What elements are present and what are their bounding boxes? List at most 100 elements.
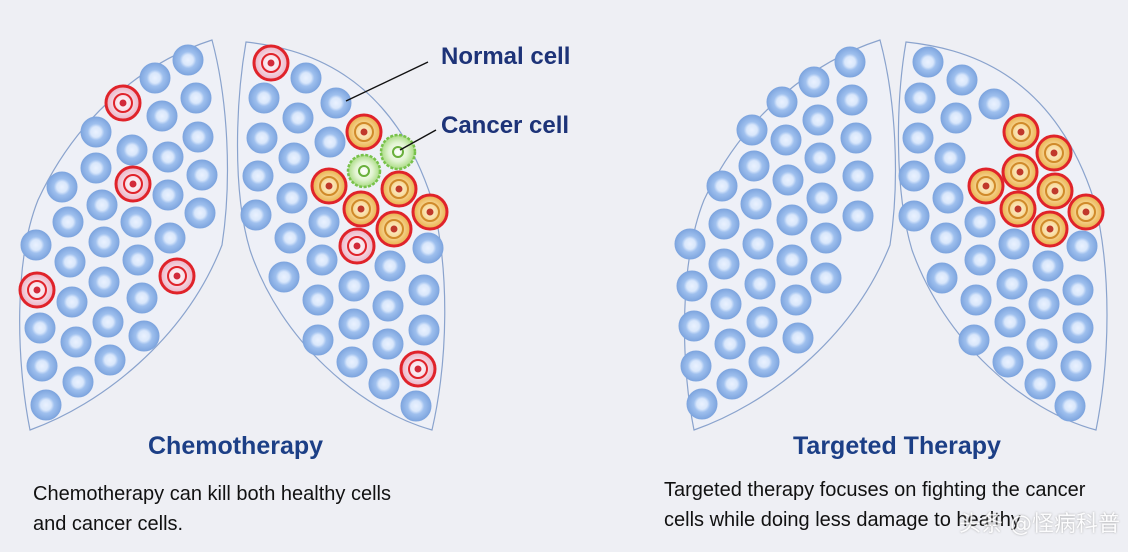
normal-cell xyxy=(992,346,1024,378)
normal-cell xyxy=(412,232,444,264)
normal-cell xyxy=(742,228,774,260)
normal-cell xyxy=(180,82,212,114)
cancer-cell xyxy=(104,84,142,122)
cancer-cell-pointer xyxy=(399,129,437,151)
normal-cell xyxy=(306,244,338,276)
normal-cell xyxy=(278,142,310,174)
normal-cell xyxy=(964,244,996,276)
normal-cell xyxy=(842,160,874,192)
normal-cell xyxy=(184,197,216,229)
normal-cell xyxy=(746,306,778,338)
normal-cell xyxy=(674,228,706,260)
normal-cell xyxy=(680,350,712,382)
normal-cell xyxy=(960,284,992,316)
normal-cell xyxy=(246,122,278,154)
normal-cell xyxy=(320,87,352,119)
normal-cell xyxy=(1066,230,1098,262)
normal-cell xyxy=(152,179,184,211)
normal-cell xyxy=(186,159,218,191)
cancer-cells-chemo-scattered xyxy=(18,44,437,388)
normal-cell xyxy=(904,82,936,114)
normal-cell xyxy=(120,206,152,238)
targeted-therapy-caption: Targeted therapy focuses on fighting the… xyxy=(664,475,1085,535)
normal-cell xyxy=(766,86,798,118)
cancer-cell xyxy=(399,350,437,388)
normal-cell xyxy=(54,246,86,278)
normal-cell xyxy=(408,314,440,346)
cancer-cell xyxy=(1067,193,1105,231)
normal-cell xyxy=(706,170,738,202)
normal-cell xyxy=(88,266,120,298)
normal-cells-targeted-right xyxy=(898,46,1098,422)
normal-cell xyxy=(314,126,346,158)
normal-cell xyxy=(26,350,58,382)
normal-cell xyxy=(276,182,308,214)
normal-cell xyxy=(714,328,746,360)
cancer-cell xyxy=(310,167,348,205)
normal-cell xyxy=(20,229,52,261)
normal-cell xyxy=(930,222,962,254)
targeted-therapy-caption-line-1: Targeted therapy focuses on fighting the… xyxy=(664,479,1086,501)
cancer-cell xyxy=(1036,172,1074,210)
normal-cell xyxy=(30,389,62,421)
normal-cell xyxy=(1032,250,1064,282)
normal-cell xyxy=(56,286,88,318)
normal-cell xyxy=(998,228,1030,260)
cancer-cell xyxy=(411,193,449,231)
normal-cell xyxy=(934,142,966,174)
normal-cell xyxy=(836,84,868,116)
normal-cell xyxy=(1062,274,1094,306)
cancer-cell xyxy=(1031,210,1069,248)
normal-cell xyxy=(738,150,770,182)
normal-cell-label: Normal cell xyxy=(441,43,570,70)
targeted-therapy-caption-line-2: cells while doing less damage to healthy xyxy=(664,509,1021,531)
cancer-cell xyxy=(114,165,152,203)
watermark: 头条 @怪病科普 xyxy=(959,512,1120,537)
normal-cell xyxy=(128,320,160,352)
normal-cell xyxy=(708,248,740,280)
normal-cell xyxy=(139,62,171,94)
cancer-cell xyxy=(338,227,376,265)
normal-cell xyxy=(686,388,718,420)
normal-cell xyxy=(804,142,836,174)
cancer-cell xyxy=(18,271,56,309)
cancer-cluster-chemo xyxy=(310,113,449,248)
normal-cells-chemo-left xyxy=(20,44,218,421)
normal-cell xyxy=(782,322,814,354)
normal-cell xyxy=(1024,368,1056,400)
normal-cell xyxy=(736,114,768,146)
normal-cell xyxy=(996,268,1028,300)
normal-cell xyxy=(372,290,404,322)
normal-cell xyxy=(806,182,838,214)
normal-cell xyxy=(282,102,314,134)
normal-cell xyxy=(182,121,214,153)
normal-cell xyxy=(154,222,186,254)
normal-cell xyxy=(1054,390,1086,422)
normal-cell xyxy=(776,204,808,236)
normal-cell xyxy=(62,366,94,398)
normal-cell xyxy=(374,250,406,282)
normal-cell xyxy=(368,368,400,400)
normal-cell xyxy=(772,164,804,196)
normal-cell xyxy=(274,222,306,254)
normal-cell xyxy=(780,284,812,316)
green-cell xyxy=(379,133,417,171)
normal-cell xyxy=(52,206,84,238)
cancer-cell xyxy=(158,257,196,295)
cancer-cell xyxy=(380,170,418,208)
cancer-cell xyxy=(342,190,380,228)
normal-cells-targeted-left xyxy=(674,46,874,420)
normal-cell xyxy=(80,152,112,184)
normal-cell xyxy=(1026,328,1058,360)
normal-cell xyxy=(408,274,440,306)
normal-cell xyxy=(46,171,78,203)
normal-cell xyxy=(810,222,842,254)
normal-cell xyxy=(268,261,300,293)
normal-cell xyxy=(748,346,780,378)
cancer-cell xyxy=(999,190,1037,228)
normal-cell xyxy=(60,326,92,358)
normal-cell xyxy=(840,122,872,154)
normal-cell xyxy=(1062,312,1094,344)
